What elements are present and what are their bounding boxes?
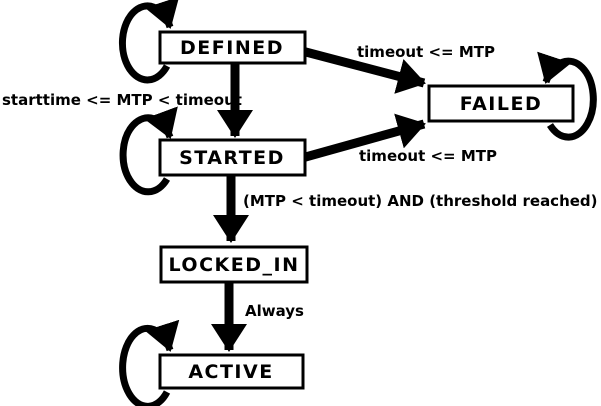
self-loop-started — [119, 106, 178, 196]
state-locked-in: LOCKED_IN — [159, 245, 309, 284]
state-active-label: ACTIVE — [188, 361, 273, 383]
transition-edges — [211, 46, 426, 352]
label-defined-to-failed: timeout <= MTP — [357, 43, 495, 61]
state-active-box — [158, 353, 305, 390]
self-loop-failed — [537, 51, 597, 141]
state-defined: DEFINED — [158, 30, 307, 65]
edge-started-to-failed — [300, 113, 426, 163]
state-defined-box — [158, 30, 307, 65]
state-started-box — [158, 138, 307, 177]
state-locked-in-box — [159, 245, 309, 284]
state-locked-in-label: LOCKED_IN — [169, 254, 300, 276]
state-failed-box — [427, 84, 575, 123]
label-defined-to-started: starttime <= MTP < timeout — [2, 91, 242, 109]
transition-labels: starttime <= MTP < timeout timeout <= MT… — [2, 43, 598, 320]
state-active: ACTIVE — [158, 353, 305, 390]
self-loop-defined — [118, 0, 180, 84]
self-loop-active — [119, 319, 180, 406]
state-started: STARTED — [158, 138, 307, 177]
state-nodes: DEFINED STARTED FAILED LOCKED_IN ACTIVE — [158, 30, 575, 390]
state-started-label: STARTED — [179, 147, 285, 169]
label-started-to-failed: timeout <= MTP — [359, 147, 497, 165]
self-loops — [118, 0, 597, 406]
state-defined-label: DEFINED — [180, 37, 284, 59]
state-failed: FAILED — [427, 84, 575, 123]
state-failed-label: FAILED — [460, 93, 542, 115]
edge-defined-to-failed — [300, 46, 426, 94]
label-locked-in-to-active: Always — [245, 302, 304, 320]
label-started-to-locked-in: (MTP < timeout) AND (threshold reached) — [243, 192, 598, 210]
